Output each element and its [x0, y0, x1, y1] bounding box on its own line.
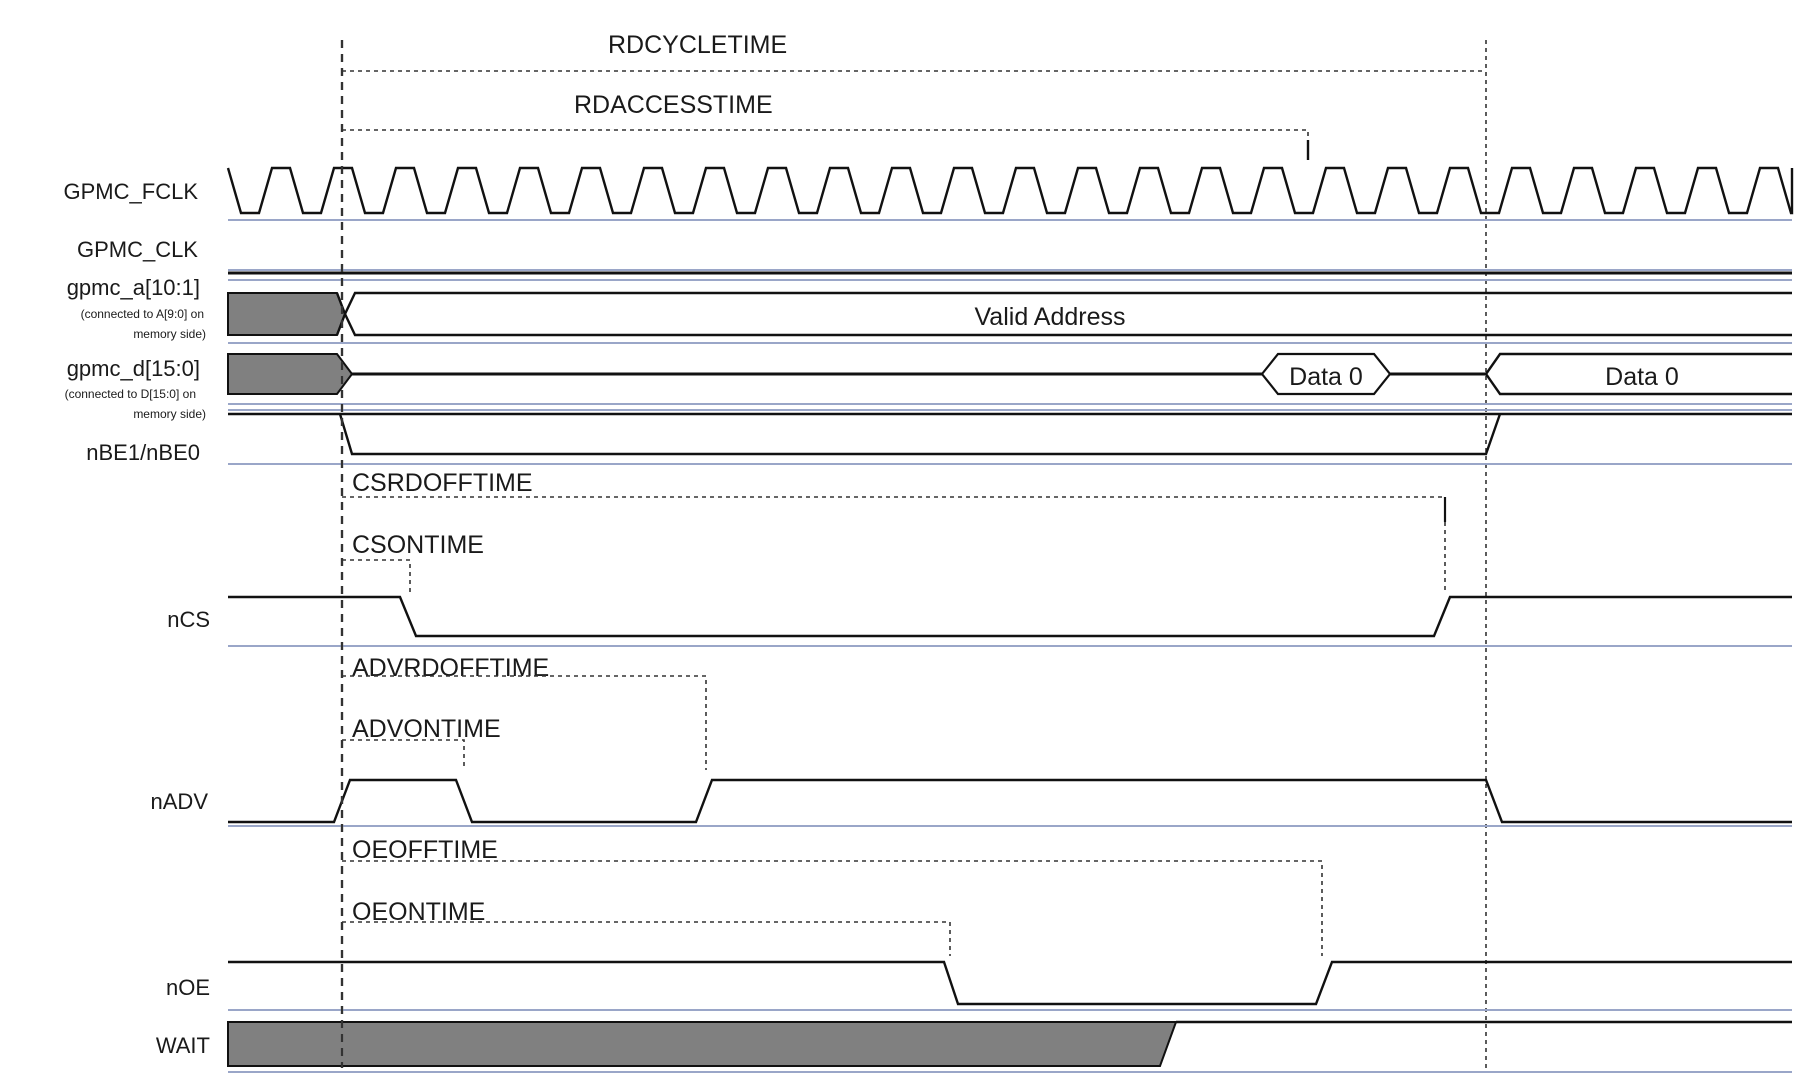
- nadv-wave: [228, 778, 1792, 824]
- nbe-label: nBE1/nBE0: [86, 440, 200, 465]
- noe-label: nOE: [166, 975, 210, 1000]
- gpmc-a-note: (connected to A[9:0] on: [81, 307, 204, 321]
- gpmc-d-note-2: memory side): [133, 407, 206, 421]
- gpmc-d-label: gpmc_d[15:0]: [67, 356, 200, 381]
- data-second-window: [1484, 352, 1792, 396]
- data-invalid-region: [227, 353, 354, 395]
- wait-label: WAIT: [156, 1033, 210, 1058]
- address-invalid-region: [227, 292, 347, 336]
- gpmc-fclk-wave: [226, 166, 1794, 215]
- oeontime-bracket: [342, 921, 951, 956]
- advrdofftime-bracket: [342, 675, 707, 770]
- address-value: Valid Address: [974, 303, 1125, 331]
- gpmc-clk-label: GPMC_CLK: [77, 237, 198, 262]
- gpmc-fclk-label: GPMC_FCLK: [64, 179, 199, 204]
- advrdofftime-label: ADVRDOFFTIME: [352, 654, 549, 682]
- oeofftime-bracket: [342, 860, 1323, 956]
- data-second-value: Data 0: [1605, 363, 1679, 391]
- advontime-label: ADVONTIME: [352, 715, 501, 743]
- data-first-value: Data 0: [1289, 363, 1363, 391]
- gpmc-a-label: gpmc_a[10:1]: [67, 275, 200, 300]
- nbe-wave: [338, 413, 1502, 456]
- rdcycletime-label: RDCYCLETIME: [608, 31, 787, 59]
- gpmc-a-note-2: memory side): [133, 327, 206, 341]
- gpmc-d-note: (connected to D[15:0] on: [65, 387, 196, 401]
- oeofftime-label: OEOFFTIME: [352, 836, 498, 864]
- ncs-label: nCS: [167, 607, 210, 632]
- csrdofftime-label: CSRDOFFTIME: [352, 469, 533, 497]
- csontime-label: CSONTIME: [352, 531, 484, 559]
- csontime-bracket: [342, 559, 411, 592]
- rdaccesstime-bracket: [342, 129, 1309, 160]
- nadv-label: nADV: [151, 789, 209, 814]
- address-bus-bottom: [335, 292, 1792, 337]
- advontime-bracket: [342, 739, 465, 770]
- wait-invalid-region: [227, 1021, 1178, 1067]
- noe-wave: [228, 960, 1792, 1006]
- rdaccesstime-label: RDACCESSTIME: [574, 91, 773, 119]
- ncs-wave: [228, 595, 1792, 638]
- csrdofftime-bracket: [342, 496, 1446, 592]
